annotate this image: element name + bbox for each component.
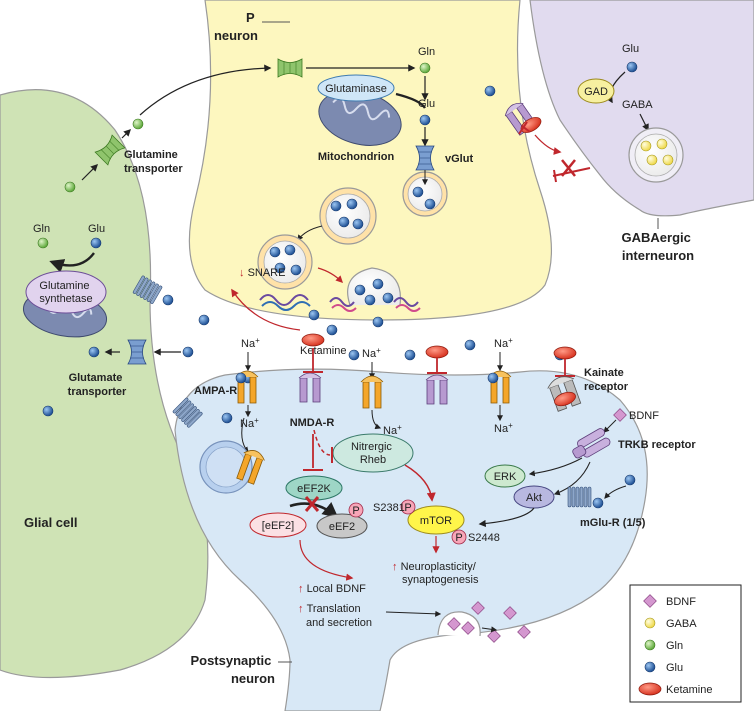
legend-gln-label: Gln (666, 640, 683, 652)
gad-enzyme (577, 78, 615, 104)
ketamine-molecule-3 (553, 346, 577, 360)
mglu-r-label: mGlu-R (1/5) (580, 517, 646, 529)
svg-text:P: P (404, 502, 411, 514)
glu-glial-label: Glu (88, 223, 105, 235)
legend-gln-icon (644, 639, 656, 651)
presynaptic-label: P neuron (214, 10, 258, 43)
glutamine-synthetase-label: Glutamine synthetase (39, 280, 92, 305)
legend-gaba-label: GABA (666, 618, 697, 630)
internalized-ampa-vesicle (199, 440, 253, 494)
glutamine-synthetase (25, 270, 107, 314)
legend-glu-icon (644, 661, 656, 673)
glutamate-transporter-label: Glutamate transporter (68, 372, 127, 398)
inhibition-cross (552, 159, 591, 183)
glu-gaba-label: Glu (622, 43, 639, 55)
ketamine-molecule-2 (425, 345, 449, 359)
postsynaptic-label: Postsynaptic neuron (190, 653, 275, 686)
legend: BDNF GABA Gln Glu Ketamine (629, 584, 742, 703)
vesicle-docking (257, 234, 313, 290)
s2381-label: S2381 (373, 502, 405, 514)
kainate-receptor-label: Kainate receptor (584, 367, 629, 393)
na-label-1: Na+ (241, 336, 260, 350)
eef2k-label: eEF2K (297, 483, 331, 495)
gad-label: GAD (584, 86, 608, 98)
legend-glu-label: Glu (666, 662, 683, 674)
erk-label: ERK (494, 471, 517, 483)
eef2-bracket-node (249, 512, 307, 538)
snare-label: ↓ SNARE (239, 267, 285, 279)
neuroplasticity-label: ↑ Neuroplasticity/ synaptogenesis (392, 561, 479, 586)
local-bdnf-label: ↑ Local BDNF (298, 583, 366, 595)
legend-gaba-icon (644, 617, 656, 629)
na-label-2: Na+ (362, 346, 381, 360)
vesicle-mid (319, 187, 377, 245)
eef2-label: eEF2 (329, 521, 355, 533)
nmda-r-label: NMDA-R (290, 417, 335, 429)
bdnf-small-label: BDNF (629, 410, 659, 422)
legend-ketamine-label: Ketamine (666, 684, 712, 696)
gaba-vesicle (628, 127, 684, 183)
akt-label: Akt (526, 492, 542, 504)
trkb-receptor (572, 428, 611, 459)
gln-label: Gln (418, 46, 435, 58)
mtor-node (407, 505, 465, 535)
mitochondrion (318, 90, 402, 146)
svg-text:P: P (352, 505, 359, 517)
phospho-eef2 (348, 502, 364, 518)
glutamine-transporter-label: Glutamine transporter (124, 149, 183, 175)
legend-bdnf-label: BDNF (666, 596, 696, 608)
svg-text:P: P (455, 532, 462, 544)
glial-label: Glial cell (24, 515, 77, 530)
blocked-cross (304, 496, 320, 512)
gaba-label: GABA (622, 99, 653, 111)
trkb-receptor-label: TRKB receptor (618, 439, 696, 451)
glutaminase-label: Glutaminase (325, 83, 387, 95)
glu-molecule (419, 114, 431, 126)
gln-glial-label: Gln (33, 223, 50, 235)
glutaminase-enzyme (317, 74, 395, 102)
translation-label: ↑ Translation and secretion (298, 603, 372, 629)
ampa-r-label: AMPA-R (194, 385, 237, 397)
eef2-node (316, 513, 368, 539)
eef2-bracket-label: [eEF2] (262, 520, 294, 532)
nitrergic-rheb-label: Nitrergic Rheb (351, 441, 395, 466)
snare-complex (259, 294, 421, 312)
mitochondrion-label: Mitochondrion (318, 151, 395, 163)
nitrergic-rheb (332, 433, 414, 473)
gln-molecule (419, 62, 431, 74)
s2448-label: S2448 (468, 532, 500, 544)
na-label-3: Na+ (494, 336, 513, 350)
erk-node (484, 464, 526, 488)
mtor-label: mTOR (420, 515, 452, 527)
glu-label: Glu (418, 98, 435, 110)
gabaergic-label: GABAergic interneuron (622, 230, 695, 263)
gabaergic-interneuron (529, 0, 754, 217)
postsynaptic-neuron (174, 368, 648, 711)
legend-ketamine-icon (638, 682, 662, 696)
ketamine-label: Ketamine (300, 345, 346, 357)
vglut-label: vGlut (445, 153, 473, 165)
